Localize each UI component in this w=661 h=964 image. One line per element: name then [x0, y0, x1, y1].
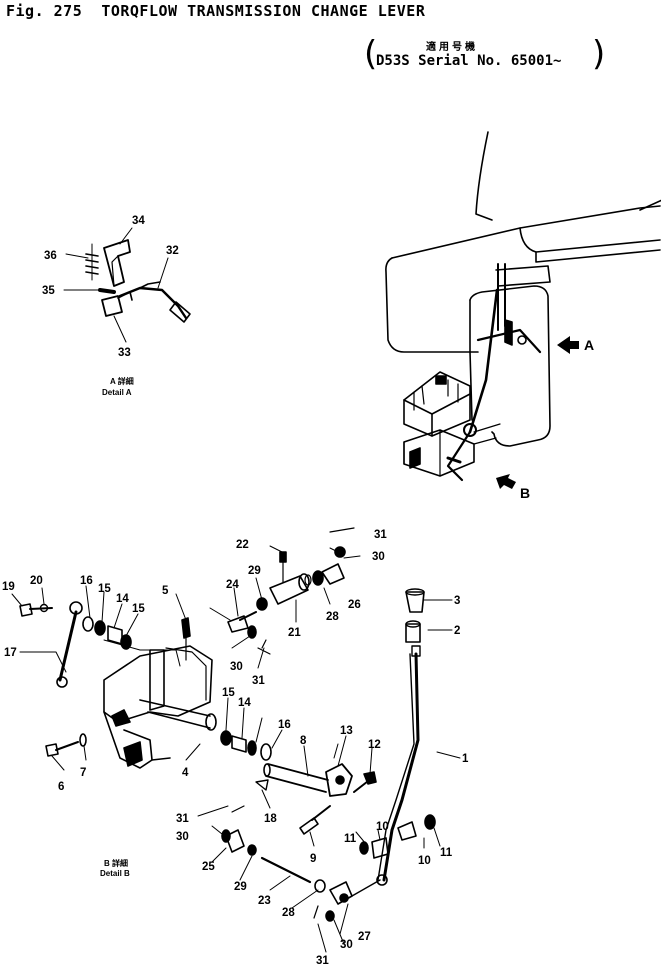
label-31c: 31 — [176, 813, 189, 825]
label-13: 13 — [340, 725, 353, 737]
label-12: 12 — [368, 739, 381, 751]
detail-a-caption-en: Detail A — [102, 388, 132, 397]
label-22: 22 — [236, 539, 249, 551]
detail-b-caption-jp: B 詳細 — [104, 858, 128, 868]
arrow-b-label: B — [520, 485, 530, 501]
detail-b-caption-en: Detail B — [100, 869, 130, 878]
label-6: 6 — [58, 781, 64, 793]
label-11b: 11 — [440, 847, 453, 859]
left-paren: ( — [364, 34, 378, 74]
applicability-box: ( 適用号機 D53S Serial No. 65001~ ) — [364, 34, 606, 76]
label-31b: 31 — [252, 675, 265, 687]
label-26: 26 — [348, 599, 361, 611]
detail-b-leaders — [11, 545, 461, 953]
label-30a: 30 — [372, 551, 385, 563]
label-28a: 28 — [326, 611, 339, 623]
detail-a-leaders — [63, 227, 169, 343]
label-8: 8 — [300, 735, 307, 747]
label-23: 23 — [258, 895, 271, 907]
detail-a-drawing — [85, 239, 191, 323]
arrow-b-indicator — [496, 474, 516, 489]
label-27: 27 — [358, 931, 371, 943]
label-31d: 31 — [316, 955, 329, 964]
arrow-a-indicator — [557, 336, 579, 354]
detail-a-caption-jp: A 詳細 — [110, 376, 134, 386]
label-16a: 16 — [80, 575, 93, 587]
label-36: 36 — [44, 250, 57, 262]
label-15a: 15 — [98, 583, 111, 595]
label-15c: 15 — [222, 687, 235, 699]
label-17: 17 — [4, 647, 17, 659]
label-34: 34 — [132, 215, 145, 227]
label-25: 25 — [202, 861, 215, 873]
applicability-jp: 適用号機 — [426, 42, 478, 53]
label-19: 19 — [2, 581, 15, 593]
label-11a: 11 — [344, 833, 357, 845]
label-15b: 15 — [132, 603, 145, 615]
right-paren: ) — [592, 34, 606, 74]
label-2: 2 — [454, 625, 460, 637]
label-5: 5 — [162, 585, 169, 597]
label-20: 20 — [30, 575, 43, 587]
label-4: 4 — [182, 767, 189, 779]
fig-title-text: TORQFLOW TRANSMISSION CHANGE LEVER — [101, 2, 426, 20]
label-30d: 30 — [340, 939, 353, 951]
label-7: 7 — [80, 767, 86, 779]
label-31a: 31 — [374, 529, 387, 541]
label-16b: 16 — [278, 719, 291, 731]
label-10b: 10 — [418, 855, 431, 867]
label-21: 21 — [288, 627, 301, 639]
fig-number: Fig. 275 — [6, 2, 83, 20]
arrow-a-label: A — [584, 337, 594, 353]
label-18: 18 — [264, 813, 277, 825]
serial-range: D53S Serial No. 65001~ — [376, 53, 562, 69]
label-29a: 29 — [248, 565, 261, 577]
label-14b: 14 — [238, 697, 251, 709]
label-24: 24 — [226, 579, 239, 591]
label-10a: 10 — [376, 821, 389, 833]
label-28b: 28 — [282, 907, 295, 919]
label-29b: 29 — [234, 881, 247, 893]
label-1: 1 — [462, 753, 469, 765]
label-32: 32 — [166, 245, 179, 257]
label-30c: 30 — [176, 831, 189, 843]
machine-overview — [385, 131, 661, 482]
detail-a-labels: 34 36 32 35 33 A 詳細 Detail A — [42, 215, 179, 397]
detail-b-labels: 1 2 3 4 5 6 7 8 9 10 10 11 11 12 13 14 1… — [2, 529, 469, 964]
label-3: 3 — [454, 595, 460, 607]
label-9: 9 — [310, 853, 316, 865]
label-14a: 14 — [116, 593, 129, 605]
figure-title: Fig. 275 TORQFLOW TRANSMISSION CHANGE LE… — [6, 2, 425, 20]
label-30b: 30 — [230, 661, 243, 673]
label-35: 35 — [42, 285, 55, 297]
label-33: 33 — [118, 347, 131, 359]
